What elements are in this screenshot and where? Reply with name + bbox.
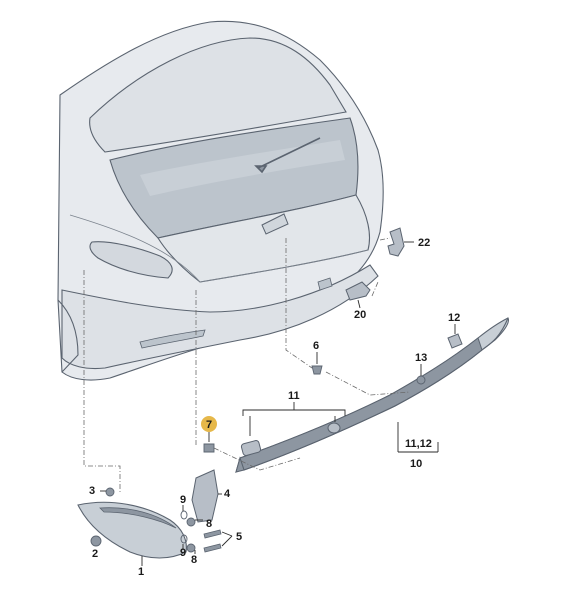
part-2-grommet[interactable] xyxy=(90,535,102,547)
part-3-screw[interactable] xyxy=(100,487,115,497)
car-body-rear xyxy=(57,20,384,381)
callout-22: 22 xyxy=(418,237,430,249)
part-7-highlight xyxy=(201,416,217,432)
body-crease xyxy=(69,214,201,283)
part-5-screws[interactable] xyxy=(203,529,233,553)
part-11-clip-left[interactable] xyxy=(240,440,262,456)
callout-7: 7 xyxy=(206,419,212,431)
part-4-bracket[interactable] xyxy=(191,469,222,523)
part-6-screw[interactable] xyxy=(311,352,323,375)
part-13-screw[interactable] xyxy=(416,364,426,385)
callout-6: 6 xyxy=(313,340,319,352)
part-11-clip-right[interactable] xyxy=(327,422,341,434)
assembly-lines xyxy=(83,237,411,492)
part-1-tail-light[interactable] xyxy=(77,501,187,566)
callout-4: 4 xyxy=(224,488,231,500)
callout-9-upper: 9 xyxy=(180,494,186,506)
part-8-nut-upper[interactable] xyxy=(186,517,196,527)
bumper-reflector xyxy=(139,329,206,349)
callout-13: 13 xyxy=(415,352,427,364)
window-reflection xyxy=(140,140,345,196)
part-8-nut-lower[interactable] xyxy=(186,543,196,553)
callout-11-12: 11,12 xyxy=(405,438,432,450)
part-9-washer-upper[interactable] xyxy=(180,510,188,520)
callout-8-lower: 8 xyxy=(191,554,197,566)
callout-11-bracket xyxy=(242,402,346,436)
wheel-arch xyxy=(57,299,79,373)
part-20-sensor[interactable] xyxy=(345,281,371,309)
tailgate-handle xyxy=(261,213,289,235)
callout-10: 10 xyxy=(410,458,422,470)
roof-spoiler xyxy=(89,37,347,153)
body-crease-2 xyxy=(199,249,369,283)
callout-12: 12 xyxy=(448,312,460,324)
part-12-clip[interactable] xyxy=(447,324,463,349)
part-10-trim-strip[interactable] xyxy=(235,317,509,473)
part-9-washer-lower[interactable] xyxy=(180,534,188,544)
callout-9-lower: 9 xyxy=(180,547,186,559)
callout-1: 1 xyxy=(138,566,144,578)
callout-10-bracket xyxy=(397,422,439,453)
callout-8-upper: 8 xyxy=(206,518,212,530)
callout-9-8-brackets xyxy=(182,505,203,554)
upper-tail-light xyxy=(89,241,173,279)
tow-hook-cover xyxy=(317,277,333,291)
rear-wiper xyxy=(254,137,321,174)
part-22-bracket[interactable] xyxy=(387,227,414,257)
callout-20: 20 xyxy=(354,309,366,321)
callout-2: 2 xyxy=(92,548,98,560)
part-7-nut[interactable] xyxy=(203,432,215,453)
callout-3: 3 xyxy=(89,485,95,497)
callout-labels: 1 2 3 4 5 6 7 8 8 9 9 10 11 11,12 12 13 … xyxy=(89,237,460,578)
callout-5: 5 xyxy=(236,531,242,543)
callout-11: 11 xyxy=(288,390,300,402)
